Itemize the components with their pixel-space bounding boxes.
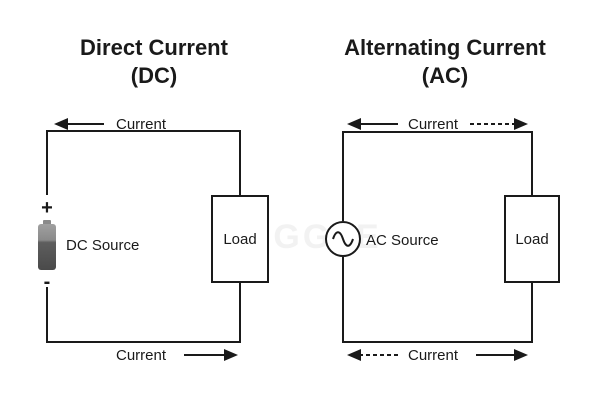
ac-current-bottom-arrow (347, 349, 528, 361)
ac-circuit-wire (342, 131, 533, 343)
dc-current-top-arrow (54, 118, 104, 130)
dc-circuit-wire (46, 130, 241, 343)
dc-current-bottom-label: Current (116, 347, 167, 364)
dc-current-top-label: Current (116, 116, 167, 133)
dc-current-bottom-arrow (184, 349, 238, 361)
ac-title-line2: (AC) (422, 63, 468, 88)
ac-source-icon (325, 221, 361, 257)
ac-title-line1: Alternating Current (344, 35, 546, 60)
dc-title-line2: (DC) (131, 63, 177, 88)
ac-current-bottom-label: Current (408, 347, 459, 364)
dc-plus-sign: + (41, 197, 53, 219)
ac-source-label: AC Source (366, 232, 439, 249)
dc-load-box (211, 195, 269, 283)
dc-title-line1: Direct Current (80, 35, 229, 60)
dc-source-label: DC Source (66, 237, 139, 254)
ac-panel: Alternating Current (AC) Current Current… (325, 35, 560, 364)
ac-current-top-arrow (347, 118, 528, 130)
battery-icon (38, 220, 56, 270)
dc-load-label: Load (223, 231, 256, 248)
ac-current-top-label: Current (408, 116, 459, 133)
ac-load-box (504, 195, 560, 283)
ac-load-label: Load (515, 231, 548, 248)
dc-panel: Direct Current (DC) Current Current + - … (38, 35, 269, 364)
dc-minus-sign: - (44, 271, 51, 293)
